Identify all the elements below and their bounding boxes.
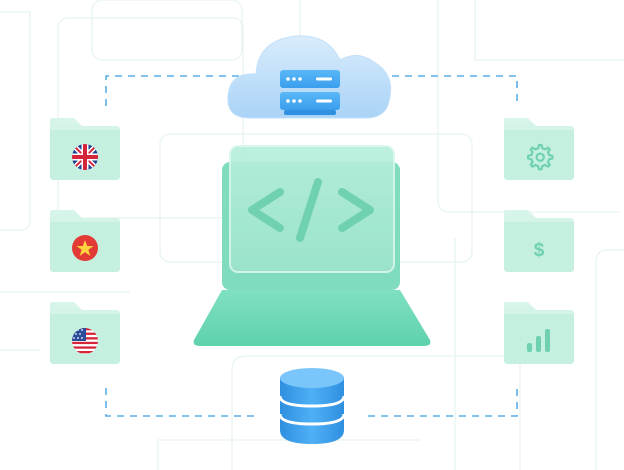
folder-vietnam xyxy=(50,210,120,272)
laptop xyxy=(193,145,431,346)
dashed-connectors xyxy=(105,75,518,417)
code-brackets-icon xyxy=(248,178,374,242)
cloud-server-icon xyxy=(227,35,392,119)
folder-us xyxy=(50,302,120,364)
dollar-icon: $ xyxy=(534,240,545,261)
folder-settings xyxy=(504,118,574,180)
vietnam-flag-icon xyxy=(72,235,98,261)
bar-chart-icon xyxy=(527,329,550,352)
folder-finance: $ xyxy=(504,210,574,272)
folder-uk xyxy=(50,118,120,180)
gear-icon xyxy=(527,143,554,171)
database-icon xyxy=(278,368,346,444)
folder-analytics xyxy=(504,302,574,364)
